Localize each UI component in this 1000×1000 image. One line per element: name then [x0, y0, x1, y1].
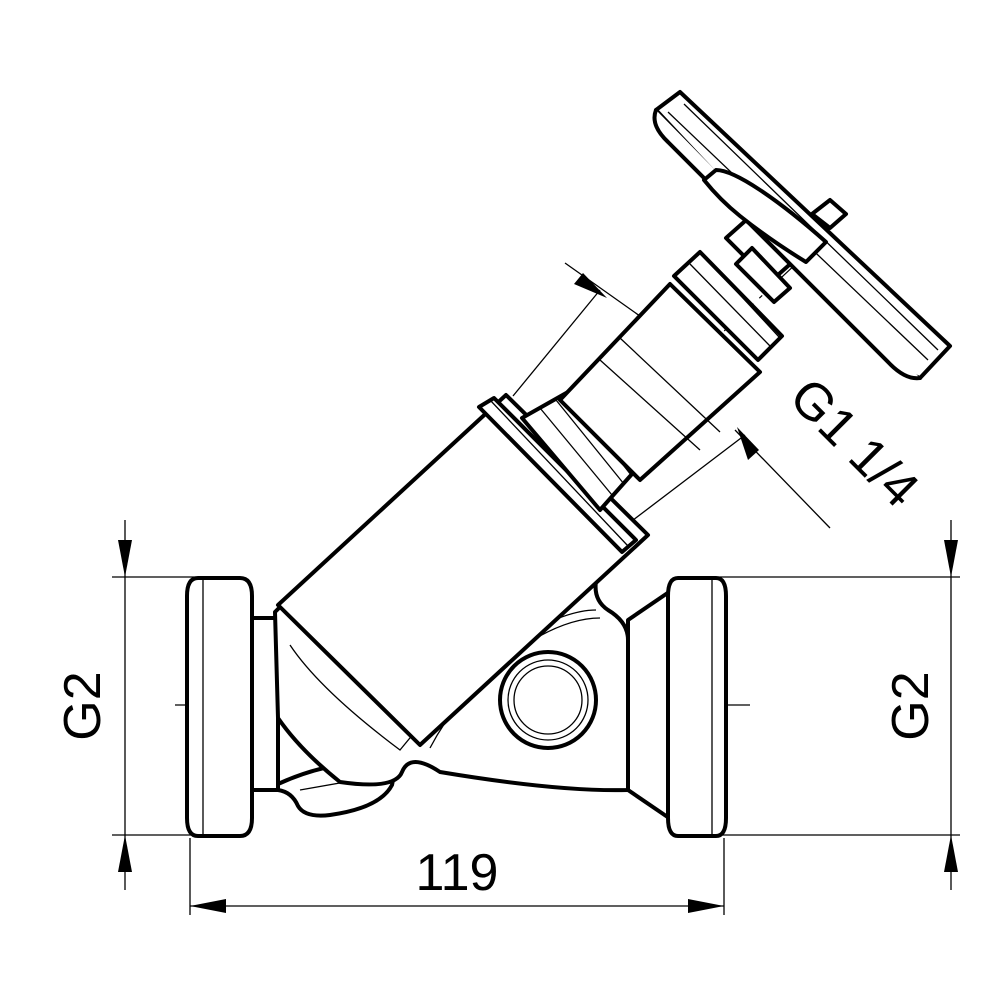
inlet-thread-label: G2 — [54, 671, 112, 740]
dimension-arrows — [118, 273, 958, 913]
outlet-thread-label: G2 — [882, 671, 940, 740]
arrow-left-bottom — [118, 835, 132, 872]
handwheel — [652, 90, 952, 381]
arrow-119-right — [688, 899, 724, 913]
arrow-119-left — [190, 899, 226, 913]
gland-nut — [672, 250, 784, 362]
arrow-right-top — [944, 540, 958, 577]
spindle-housing — [558, 282, 762, 482]
arrow-g114-bottom — [737, 427, 759, 460]
outlet-connection — [626, 576, 728, 838]
arrow-left-top — [118, 540, 132, 577]
arrow-g114-top — [574, 273, 607, 298]
inlet-connection — [185, 576, 280, 838]
arrow-right-bottom — [944, 835, 958, 872]
bonnet-thread-label: G1 1/4 — [778, 367, 929, 518]
bonnet — [276, 390, 650, 747]
face-to-face-label: 119 — [416, 844, 499, 902]
side-port — [498, 650, 598, 750]
